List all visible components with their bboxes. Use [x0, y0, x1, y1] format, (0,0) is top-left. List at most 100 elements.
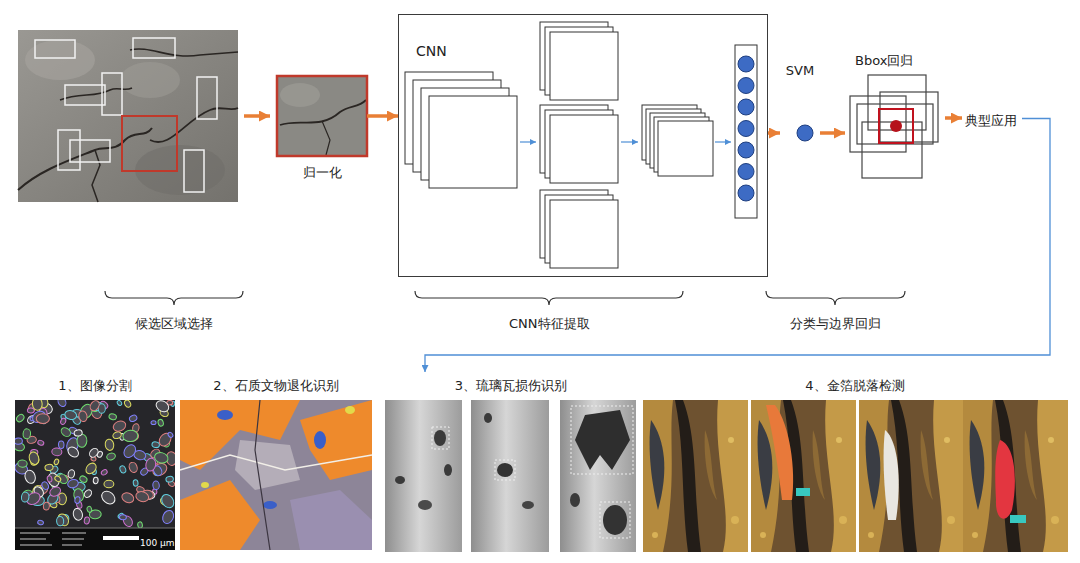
application-panel: 2、石质文物退化识别: [180, 372, 372, 552]
normalized-crop-image: [277, 76, 367, 156]
grain-outline: [56, 512, 71, 528]
stone-relic-image: [180, 455, 372, 470]
grain-outline: [74, 496, 80, 504]
sem-info-bar: [15, 528, 175, 529]
grain-outline: [47, 475, 53, 482]
flow-arrow: [820, 131, 845, 135]
grain-outline: [23, 469, 37, 485]
wall-photo: [35, 40, 75, 58]
grain-outline: [119, 465, 127, 474]
grain-outline: [84, 517, 90, 525]
feature-vector: [738, 164, 754, 180]
sem-info-bar: [20, 544, 52, 546]
grain-outline: [78, 410, 88, 422]
normalized-crop-image: [322, 121, 330, 155]
svm-dot: [797, 125, 813, 141]
normalized-crop: 归一化: [277, 76, 367, 180]
sem-info-bar: [15, 528, 175, 550]
grain-outline: [32, 400, 43, 411]
sem-info-bar: [20, 532, 50, 534]
grain-outline: [56, 516, 64, 526]
grain-outline: [37, 440, 44, 446]
node-label: 2、石质文物退化识别: [213, 378, 338, 394]
grain-outline: [15, 413, 25, 423]
normalized-crop-image: [277, 76, 367, 156]
grain-outline: [88, 447, 100, 459]
stage-label-holder: 分类与边界回归: [790, 313, 881, 332]
grain-outline: [133, 479, 139, 486]
gold-leaf-image: [796, 488, 810, 496]
grain-outline: [67, 478, 80, 489]
node-label: SVM: [786, 63, 814, 79]
grain-outline: [145, 457, 157, 472]
glazed-tile-image: [444, 464, 452, 476]
grain-outline: [122, 443, 139, 460]
wall-photo: [102, 73, 122, 115]
glazed-tile-image: [600, 502, 630, 538]
scale-label-holder: 100 μm: [140, 531, 175, 550]
glazed-tile-image: [603, 505, 627, 535]
grain-outline: [28, 451, 41, 466]
grain-outline: [120, 491, 135, 505]
glazed-tile-image: [385, 400, 636, 552]
grain-outline: [112, 431, 122, 440]
flow-arrow: [768, 131, 780, 135]
wall-photo: [60, 88, 132, 100]
feature-maps: [550, 200, 618, 268]
feature-vector: [738, 99, 754, 115]
flow-arrow: [244, 116, 270, 117]
feature-vector: [738, 121, 754, 137]
grain-outline: [157, 431, 174, 448]
grain-outline: [152, 481, 159, 490]
stone-relic-image: [345, 406, 355, 414]
feature-maps: [429, 96, 517, 188]
stone-relic-image: [314, 431, 326, 449]
grain-outline: [152, 441, 160, 448]
wall-photo: [18, 30, 238, 202]
feature-maps: [550, 115, 618, 183]
grain-outline: [151, 421, 156, 425]
sem-info-bar: [62, 532, 86, 534]
bbox-regression: Bbox回归: [845, 48, 945, 185]
feature-vector: [738, 185, 754, 201]
sem-info-bar: [15, 528, 175, 550]
wall-photo: [58, 130, 80, 170]
node-label: 3、琉璃瓦损伤识别: [455, 378, 567, 394]
wall-photo: [25, 40, 95, 80]
feature-vector: [738, 56, 754, 72]
wall-photo: [92, 150, 100, 202]
section-bracket: [105, 291, 243, 305]
wall-photo: [133, 38, 175, 58]
bbox-figure: [880, 92, 938, 142]
grain-outline: [128, 461, 139, 473]
glazed-tile-image: [432, 427, 449, 449]
grain-outline: [66, 445, 80, 459]
gold-leaf-image: [643, 400, 748, 552]
grain-outline: [60, 417, 67, 425]
grain-outline: [159, 492, 175, 510]
bbox-figure: [857, 104, 933, 144]
grain-outline: [86, 506, 92, 513]
sem-image: [15, 400, 175, 550]
flow-arrow: [945, 116, 962, 120]
wall-photo: [70, 140, 110, 162]
stone-relic-image: [180, 400, 372, 550]
scale-label: 100 μm: [140, 538, 175, 549]
application-panel: 1、图像分割: [15, 372, 175, 552]
grain-outline: [67, 469, 75, 479]
stage-label: 候选区域选择: [135, 316, 213, 332]
glazed-tile-image: [395, 476, 405, 484]
grain-outline: [123, 430, 139, 442]
glazed-tile-image: [560, 400, 636, 552]
grain-outline: [137, 521, 143, 528]
grain-outline: [27, 408, 34, 414]
grain-outline: [106, 452, 116, 461]
gold-leaf-image: [643, 400, 1068, 552]
grain-outline: [48, 485, 62, 498]
feature-maps: [550, 32, 618, 100]
feature-arrow: [520, 141, 731, 142]
section-bracket: [766, 291, 905, 305]
grain-outline: [116, 400, 122, 406]
